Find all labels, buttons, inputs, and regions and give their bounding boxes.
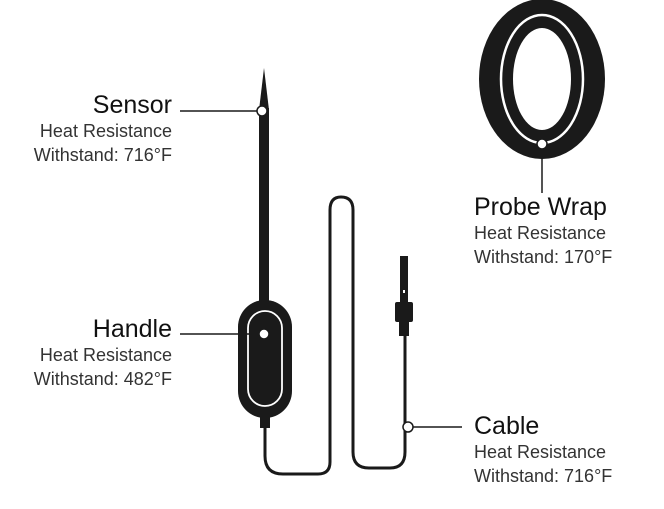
sensor-resistance-text: Heat Resistance [39, 121, 172, 141]
probe-handle [238, 300, 292, 428]
cable-resistance-text: Heat Resistance [474, 442, 607, 462]
handle-label: Handle Heat Resistance Withstand: 482°F [34, 315, 172, 391]
probe-wrap-withstand-text: Withstand: 170°F [474, 247, 613, 267]
probe-wrap-marker [536, 138, 548, 150]
cable-title: Cable [474, 412, 540, 440]
cable-withstand-text: Withstand: 716°F [474, 466, 613, 486]
cable-label: Cable Heat Resistance Withstand: 716°F [474, 412, 612, 488]
probe-wrap [479, 0, 605, 159]
sensor-withstand-text: Withstand: 716°F [33, 145, 172, 165]
handle-resistance-text: Heat Resistance [39, 345, 172, 365]
probe-wrap-label: Probe Wrap Heat Resistance Withstand: 17… [474, 193, 612, 269]
handle-withstand-text: Withstand: 482°F [33, 369, 172, 389]
probe-wrap-resistance-text: Heat Resistance [474, 223, 607, 243]
probe-needle [259, 68, 269, 308]
probe-cable [263, 195, 407, 476]
sensor-label: Sensor Heat Resistance Withstand: 716°F [34, 91, 172, 167]
sensor-title: Sensor [92, 91, 172, 119]
handle-marker [258, 328, 270, 340]
sensor-marker [256, 105, 268, 117]
handle-title: Handle [92, 315, 172, 343]
probe-wrap-title: Probe Wrap [474, 193, 607, 221]
connector-plug [395, 256, 413, 336]
cable-marker [402, 421, 414, 433]
